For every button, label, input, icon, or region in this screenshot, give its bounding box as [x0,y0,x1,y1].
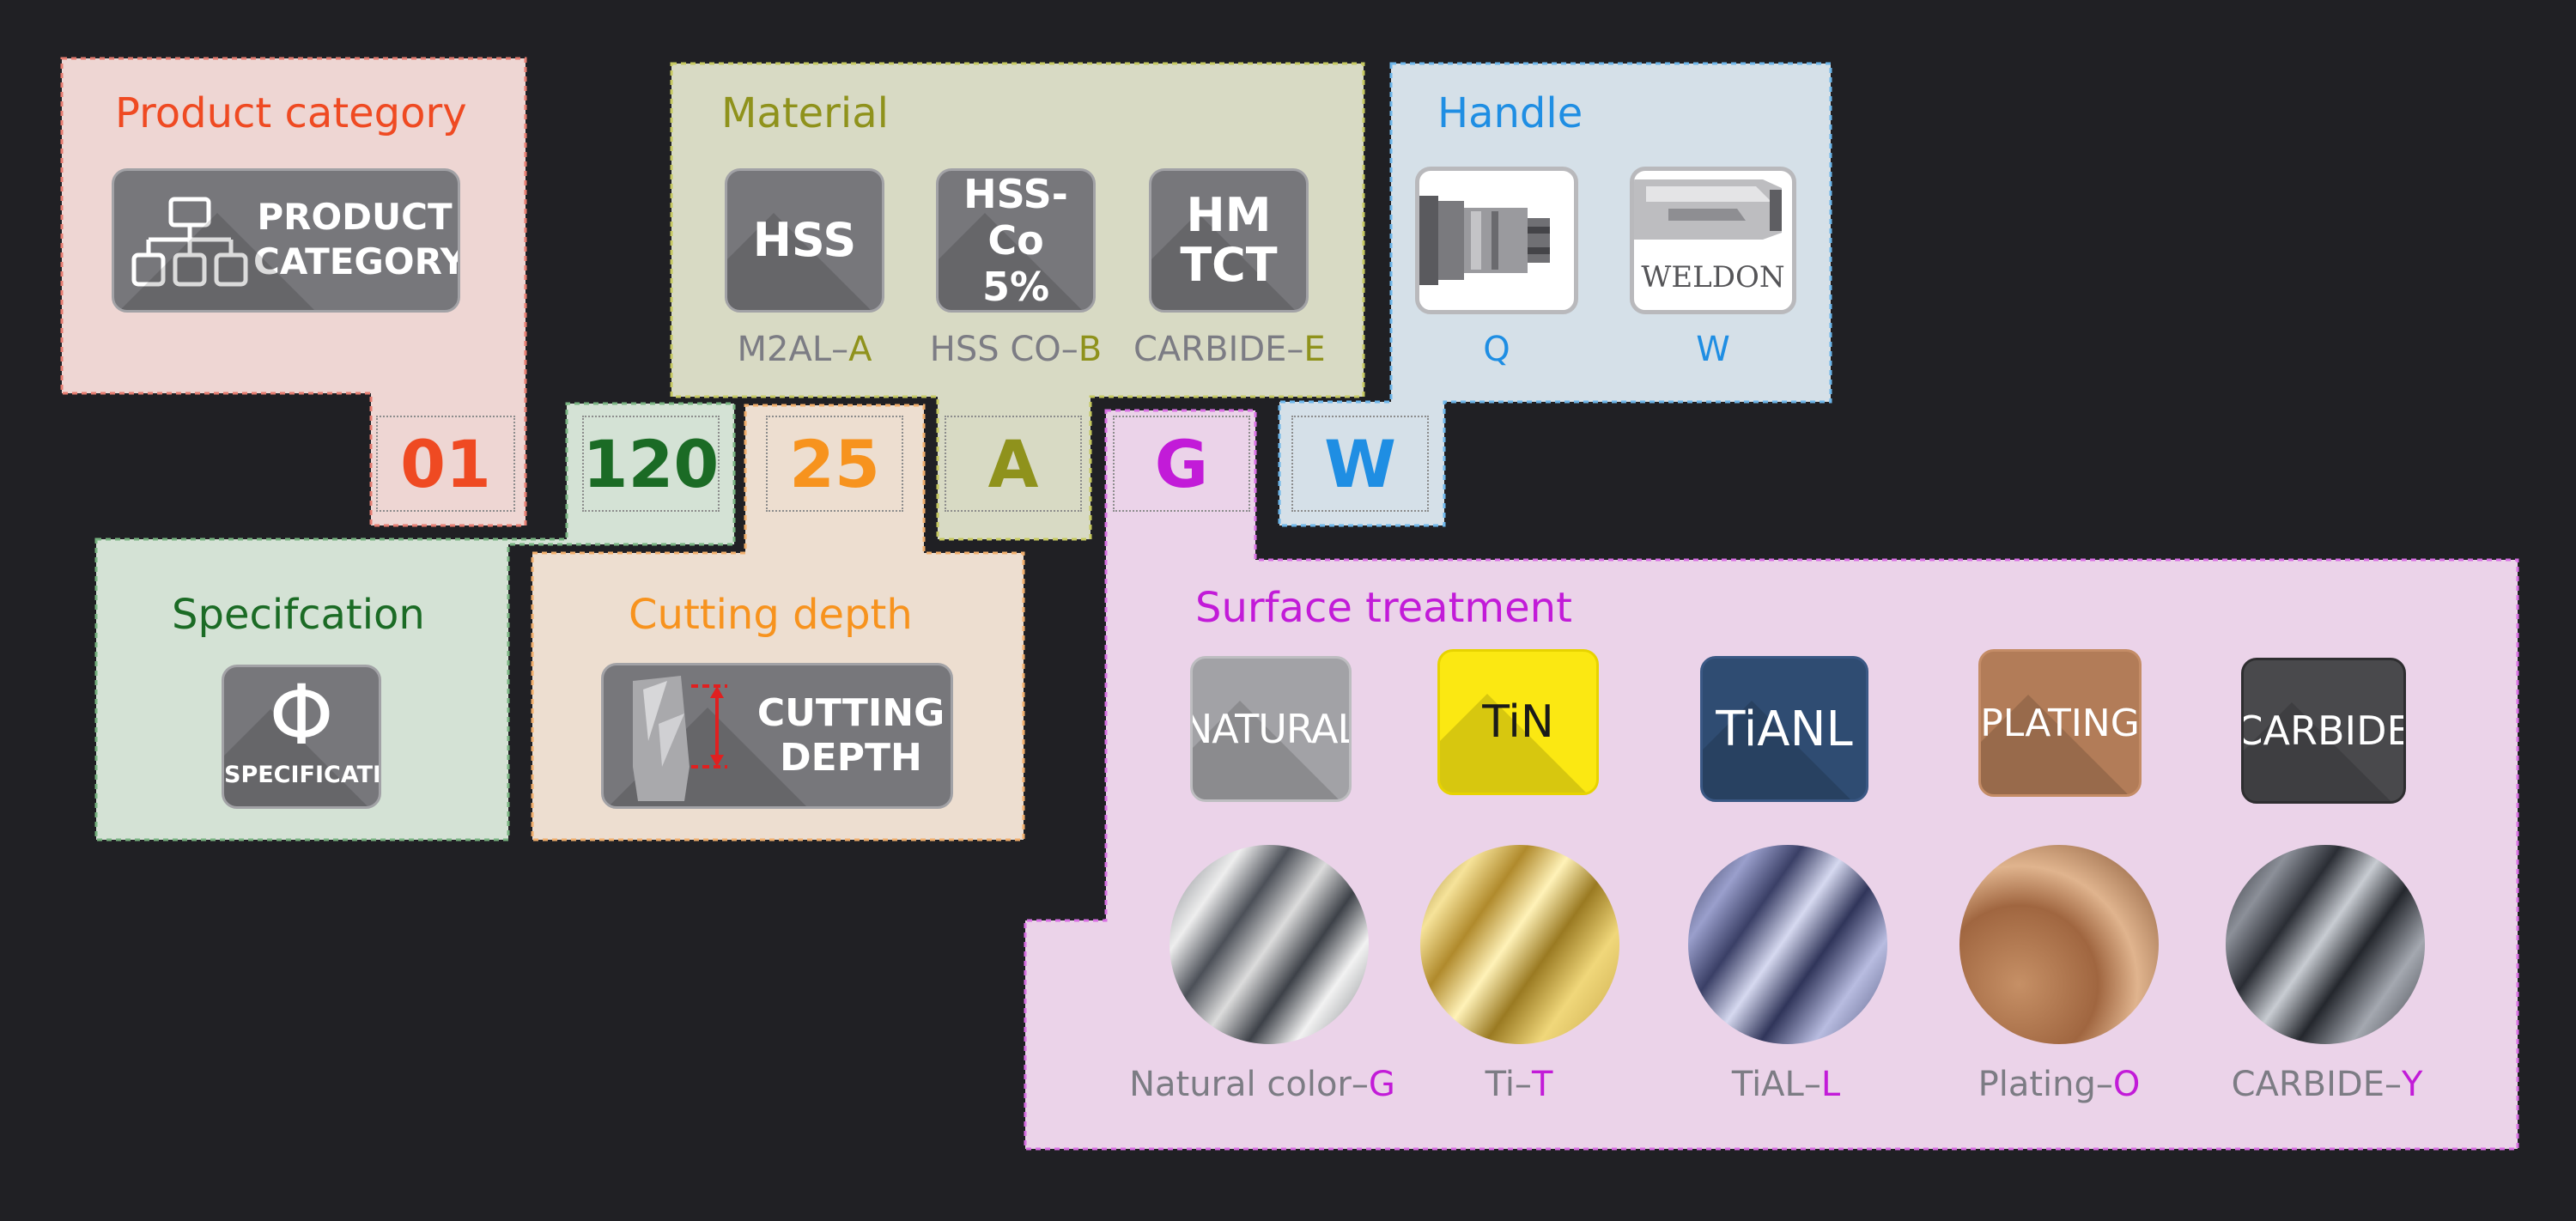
surface-tianl-tile: TiANL [1700,656,1868,802]
weldon-label: WELDON [1641,260,1785,295]
code-product-category: 01 [376,416,515,512]
surface-carbide-caption: CARBIDE–Y [2231,1065,2423,1104]
tin-finish-photo [1420,845,1619,1044]
cutting-depth-title: Cutting depth [629,591,913,639]
natural-finish-photo [1170,845,1369,1044]
tial-finish-photo [1688,845,1887,1044]
material-carbide-caption: CARBIDE–E [1133,330,1326,369]
material-hss-co-tile: HSS-Co 5% [936,168,1096,313]
cutting-depth-tile: CUTTING DEPTH [601,663,953,809]
surface-plating-tile: PLATING [1978,649,2142,797]
specification-tile: Φ SPECIFICATION [222,665,381,809]
handle-q-caption: Q [1483,330,1510,369]
surface-plating-caption: Plating–O [1978,1065,2141,1104]
surface-treatment-title: Surface treatment [1195,584,1572,632]
code-handle: W [1291,416,1429,512]
straight-shank-icon [1419,196,1550,285]
material-hss-caption: M2AL–A [737,330,872,369]
material-title: Material [721,89,889,137]
product-category-title: Product category [115,89,467,137]
phi-icon: Φ [269,667,334,763]
product-category-tile: PRODUCT CATEGORY [112,168,460,313]
code-material: A [945,416,1082,512]
surface-tial-caption: TiAL–L [1731,1065,1841,1104]
specification-title: Specifcation [172,591,425,639]
handle-w-tile: WELDON [1630,167,1796,314]
code-cutting-depth: 25 [766,416,903,512]
surface-natural-caption: Natural color–G [1129,1065,1395,1104]
plating-finish-photo [1959,845,2159,1044]
org-chart-icon [131,197,248,287]
carbide-finish-photo [2226,845,2425,1044]
code-specification: 120 [582,416,720,512]
handle-w-caption: W [1696,330,1730,369]
surface-tin-caption: Ti–T [1485,1065,1553,1104]
end-mill-depth-icon [633,676,727,801]
surface-carbide-tile: CARBIDE [2241,658,2406,804]
product-category-tile-label: PRODUCT CATEGORY [253,196,460,282]
material-hss-co-caption: HSS CO–B [929,330,1103,369]
code-surface-treatment: G [1113,416,1250,512]
weldon-shank-icon [1634,179,1782,240]
handle-q-tile [1415,167,1578,314]
surface-tin-tile: TiN [1437,649,1599,795]
material-carbide-tile: HM TCT [1149,168,1309,313]
handle-title: Handle [1437,89,1583,137]
material-hss-tile: HSS [725,168,884,313]
cutting-depth-tile-label: CUTTING DEPTH [756,691,945,780]
specification-tile-label: SPECIFICATION [224,762,381,788]
surface-natural-tile: NATURAL [1190,656,1352,802]
